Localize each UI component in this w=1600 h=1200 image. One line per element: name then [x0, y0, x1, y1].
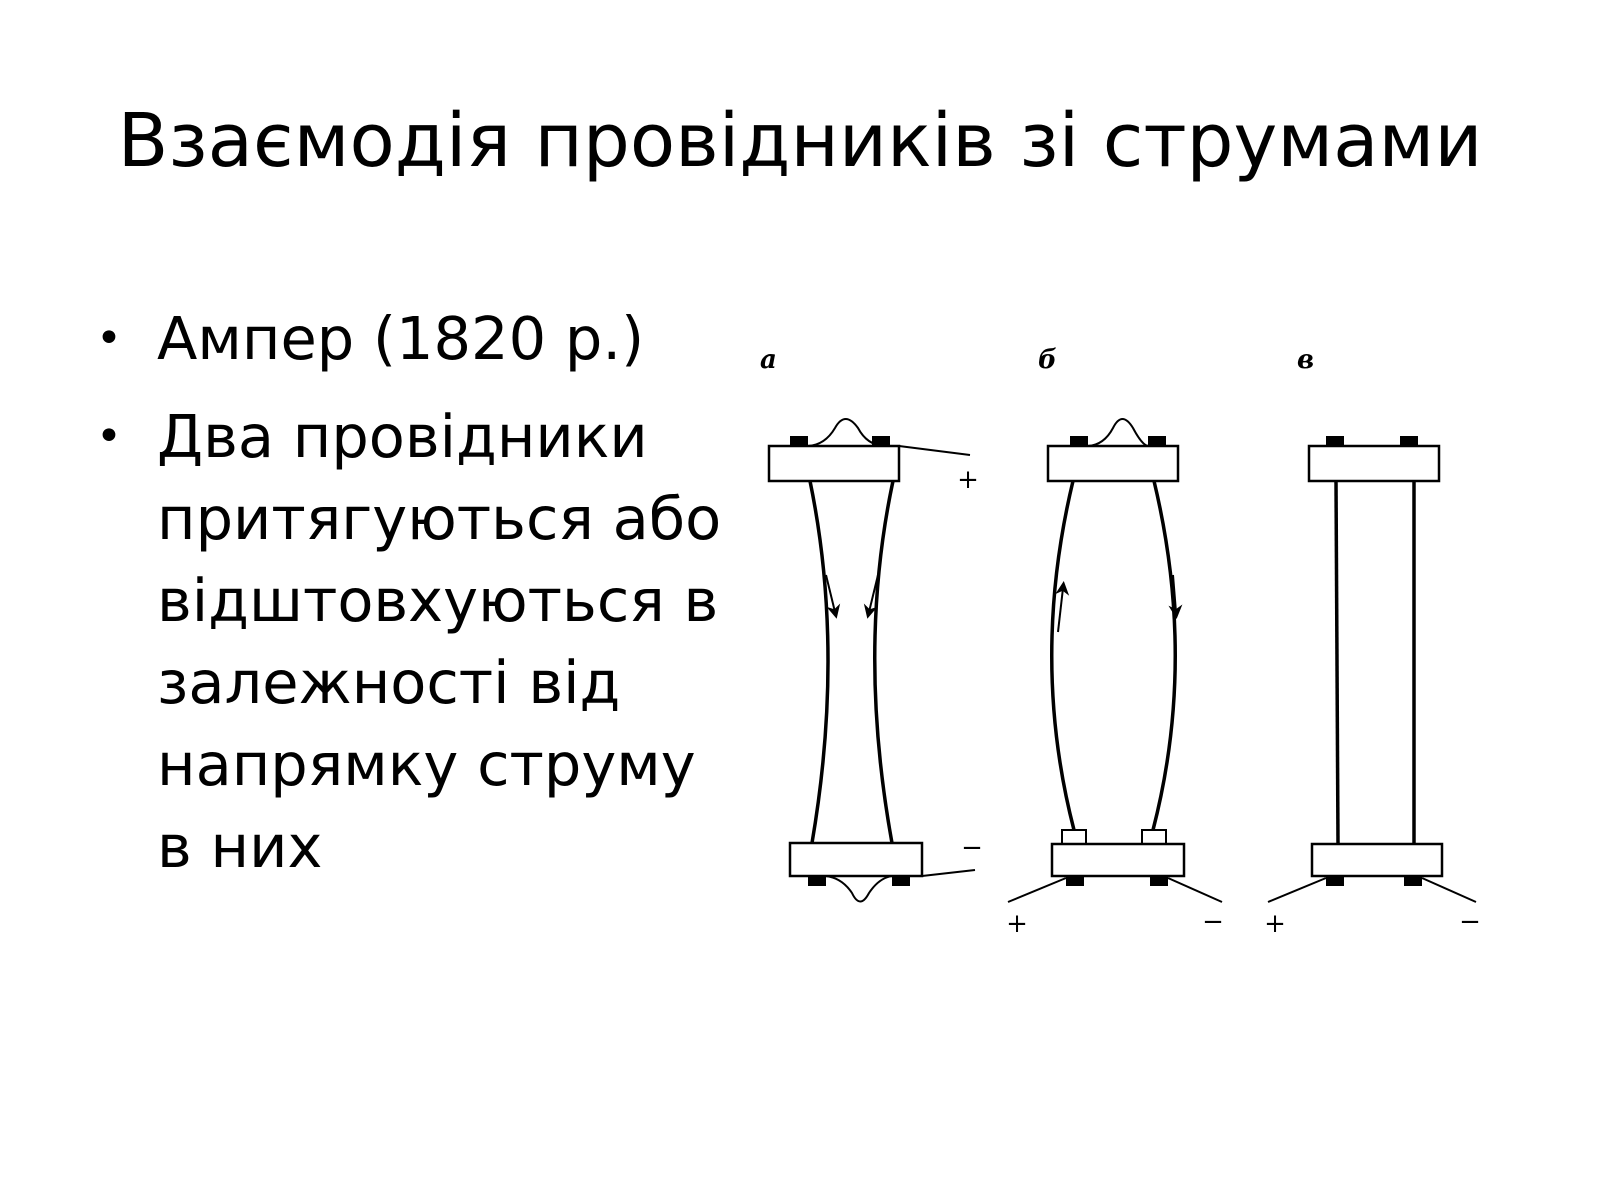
conductor-diagram: а + − б + −: [760, 345, 1481, 939]
clamp-block: [1061, 829, 1087, 845]
clamp: [1150, 876, 1168, 886]
conductor-right: [1151, 480, 1177, 831]
clamp: [1066, 876, 1084, 886]
lead-wire: [1267, 877, 1327, 903]
current-arrow-up: [1055, 581, 1070, 633]
bullet-list: • Ампер (1820 р.) • Два провідники притя…: [96, 298, 736, 904]
lead-wire: [1421, 877, 1477, 903]
conductor-left: [1050, 480, 1076, 831]
clamp: [808, 876, 826, 886]
panel-a: а + −: [760, 345, 983, 903]
bullet-text: Ампер (1820 р.): [157, 304, 645, 373]
conductor-left: [1334, 480, 1340, 845]
clamp: [1070, 436, 1088, 446]
top-holder: [1046, 444, 1180, 483]
clamp: [1148, 436, 1166, 446]
clamp: [1326, 436, 1344, 446]
top-holder: [767, 444, 901, 483]
clamp: [892, 876, 910, 886]
connecting-wire: [1087, 418, 1149, 447]
bullet-item: • Ампер (1820 р.): [96, 298, 736, 380]
bottom-holder: [788, 841, 924, 878]
panel-c: в + −: [1264, 345, 1481, 939]
terminal-plus: +: [1006, 909, 1028, 939]
terminal-minus: −: [1459, 907, 1481, 937]
bullet-dot-icon: •: [96, 313, 122, 364]
conductor-right: [873, 480, 895, 844]
lead-wire: [1167, 877, 1223, 903]
bottom-holder: [1310, 842, 1444, 878]
lead-wire: [921, 869, 976, 877]
clamp: [790, 436, 808, 446]
bullet-text: Два провідники притягуються або відштовх…: [157, 402, 722, 881]
current-arrow-down: [1168, 574, 1183, 619]
panel-a-label: а: [760, 345, 777, 375]
clamp-block: [1141, 829, 1167, 845]
current-arrow-down: [825, 574, 841, 619]
terminal-plus: +: [1264, 909, 1286, 939]
current-arrow-down: [863, 574, 879, 619]
bottom-holder: [1050, 842, 1186, 878]
panel-b: б + −: [1006, 345, 1224, 939]
panel-b-label: б: [1038, 345, 1057, 375]
lead-wire: [1007, 877, 1067, 903]
slide-title: Взаємодія провідників зі струмами: [117, 98, 1483, 184]
bullet-item: • Два провідники притягуються або відшто…: [96, 396, 736, 888]
terminal-plus: +: [957, 465, 979, 495]
connecting-wire: [825, 875, 893, 903]
terminal-minus: −: [1202, 907, 1224, 937]
lead-wire: [898, 445, 971, 456]
top-holder: [1307, 444, 1441, 483]
clamp: [1404, 876, 1422, 886]
panel-c-label: в: [1297, 345, 1314, 375]
clamp: [872, 436, 890, 446]
conductor-left: [808, 480, 830, 844]
clamp: [1400, 436, 1418, 446]
terminal-minus: −: [961, 833, 983, 863]
bullet-dot-icon: •: [96, 411, 122, 462]
connecting-wire: [807, 418, 885, 447]
clamp: [1326, 876, 1344, 886]
